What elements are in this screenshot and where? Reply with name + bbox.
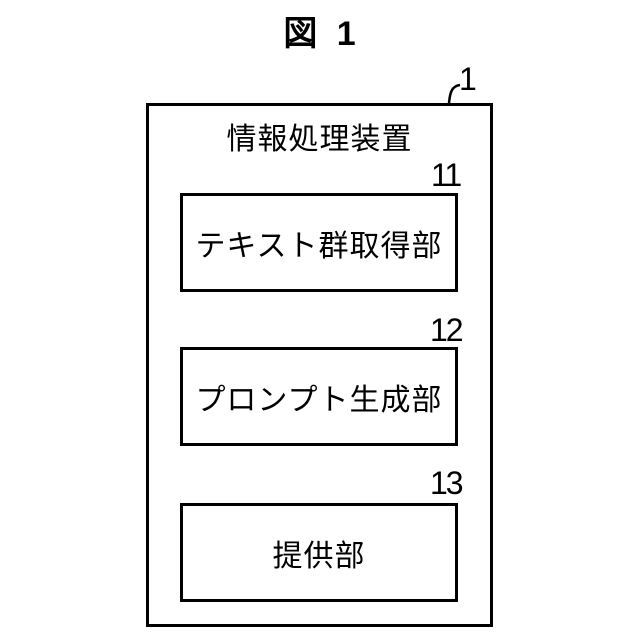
figure-title: 図 1 bbox=[283, 15, 357, 53]
device-box: 情報処理装置 テキスト群取得部 プロンプト生成部 提供部 bbox=[146, 103, 493, 627]
module-label-prompt-generation: プロンプト生成部 bbox=[195, 383, 443, 417]
device-box-label: 情報処理装置 bbox=[226, 123, 413, 156]
ref-numeral-device: 1 bbox=[459, 61, 477, 97]
ref-numeral-text-group-acquisition: 11 bbox=[431, 157, 462, 193]
module-label-text-group-acquisition: テキスト群取得部 bbox=[195, 229, 443, 263]
module-box-text-group-acquisition: テキスト群取得部 bbox=[180, 193, 458, 292]
ref-numeral-provision: 13 bbox=[430, 465, 464, 501]
ref-numeral-prompt-generation: 12 bbox=[430, 312, 464, 348]
module-label-provision: 提供部 bbox=[272, 539, 366, 573]
module-box-provision: 提供部 bbox=[180, 503, 458, 602]
module-box-prompt-generation: プロンプト生成部 bbox=[180, 347, 458, 446]
